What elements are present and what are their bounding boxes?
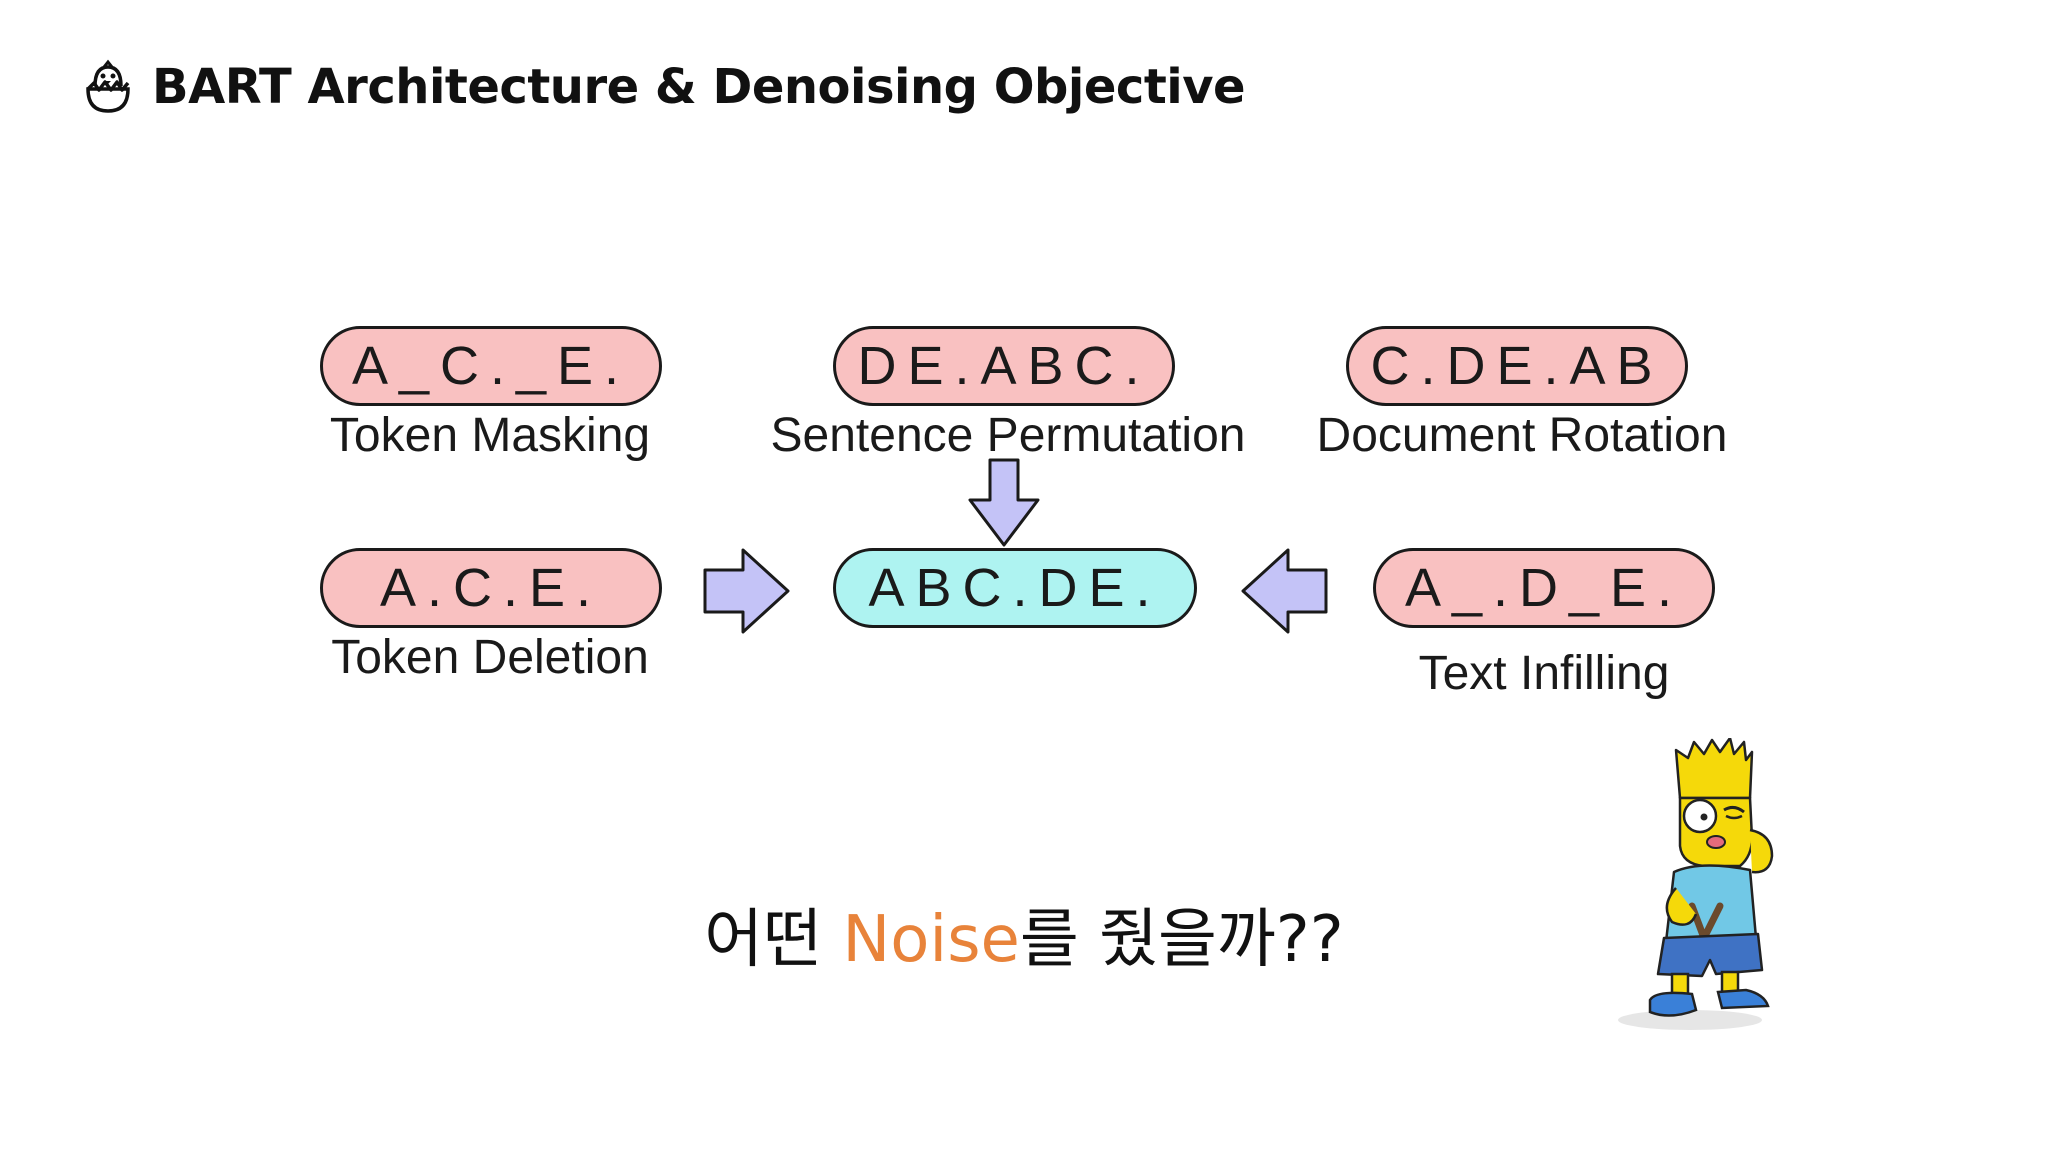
arrow-right [703, 548, 790, 634]
question-highlight: Noise [842, 903, 1020, 977]
document-rotation-box: C.DE.AB [1346, 326, 1688, 406]
hatching-chick-icon [86, 59, 130, 113]
token-masking-box: A_C._E. [320, 326, 662, 406]
sentence-permutation-box: DE.ABC. [833, 326, 1175, 406]
token-deletion-box: A.C.E. [320, 548, 662, 628]
question-prefix: 어떤 [704, 903, 843, 977]
cartoon-boy-slingshot-icon [1618, 738, 1774, 1030]
diagram-arrows [703, 458, 1328, 634]
arrow-down [968, 458, 1040, 547]
slide-question: 어떤 Noise를 줬을까?? [0, 888, 2048, 980]
original-text-box: ABC.DE. [833, 548, 1197, 628]
token-deletion-label: Token Deletion [331, 631, 649, 684]
question-suffix: 를 줬을까?? [1019, 903, 1344, 977]
text-infilling-label: Text Infilling [1418, 647, 1670, 700]
bart-noising-diagram: A_C._E. Token Masking DE.ABC. Sentence P… [318, 300, 1770, 730]
slide-header: BART Architecture & Denoising Objective [80, 52, 1246, 122]
sentence-permutation-label: Sentence Permutation [770, 409, 1246, 462]
arrow-left [1241, 548, 1328, 634]
slide-title: BART Architecture & Denoising Objective [152, 59, 1246, 115]
text-infilling-box: A_.D_E. [1373, 548, 1715, 628]
token-masking-label: Token Masking [329, 409, 651, 462]
document-rotation-label: Document Rotation [1316, 409, 1728, 462]
